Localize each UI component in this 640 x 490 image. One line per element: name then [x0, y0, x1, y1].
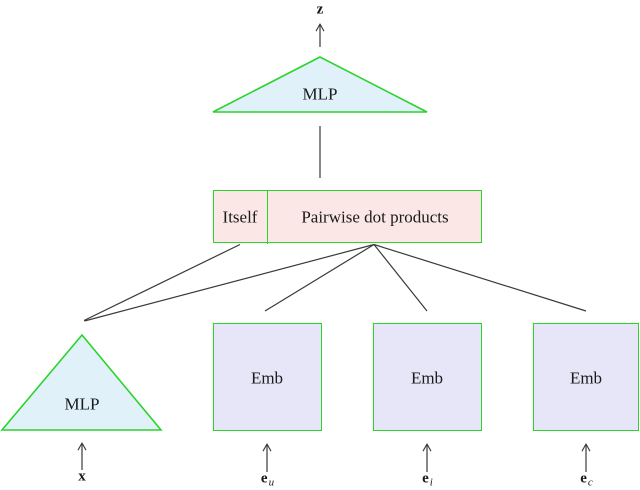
top-mlp-triangle	[212, 56, 428, 113]
wire-pairwise-to-emb1	[264, 243, 375, 312]
input-label-eu-sub: u	[268, 476, 275, 489]
input-label-eu-base: e	[260, 470, 268, 487]
input-label-ei: ei	[422, 470, 433, 489]
itself-cell-label: Itself	[222, 207, 258, 227]
input-ei-arrow-head	[422, 443, 432, 452]
wire-pairwise-to-emb2	[373, 244, 428, 312]
bottom-mlp-triangle	[0, 333, 163, 431]
wire-itself-to-mlp	[83, 243, 241, 322]
wire-pairwise-to-mlp	[84, 243, 375, 322]
input-eu-arrow-head	[262, 443, 272, 452]
interaction-box-divider	[266, 189, 268, 244]
interaction-box	[213, 189, 482, 244]
output-arrow-head	[315, 23, 325, 32]
wire-pairwise-to-emb3	[373, 243, 587, 312]
input-label-eu: eu	[260, 470, 275, 489]
input-label-x: x	[78, 468, 86, 485]
emb-box-user-label: Emb	[250, 368, 284, 388]
input-label-ei-base: e	[422, 470, 429, 487]
top-mlp-label: MLP	[302, 84, 338, 104]
input-x-arrow-head	[77, 442, 87, 451]
input-ec-arrow-head	[581, 443, 591, 452]
input-label-ec-base: e	[580, 470, 587, 487]
input-label-ei-sub: i	[429, 476, 433, 489]
output-label-z: z	[316, 1, 324, 18]
pairwise-cell-label: Pairwise dot products	[301, 207, 449, 227]
input-label-ec: ec	[580, 470, 593, 489]
emb-box-context-label: Emb	[569, 368, 603, 388]
input-label-ec-sub: c	[587, 476, 593, 489]
emb-box-user	[213, 323, 322, 431]
emb-box-context	[533, 323, 639, 431]
bottom-mlp-label: MLP	[64, 394, 100, 414]
emb-box-item-label: Emb	[410, 368, 444, 388]
emb-box-item	[373, 323, 482, 431]
